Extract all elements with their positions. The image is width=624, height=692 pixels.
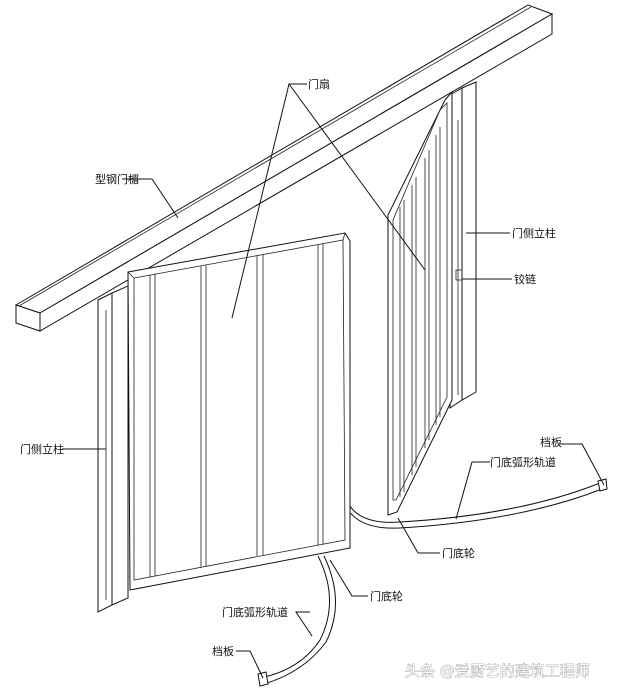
left-door-leaf xyxy=(127,232,351,591)
label-door-leaf: 门扇 xyxy=(308,77,330,91)
right-door-leaf xyxy=(387,90,453,516)
left-door-post xyxy=(97,285,129,613)
right-arc-track xyxy=(347,478,608,529)
steel-lintel-beam xyxy=(14,4,554,332)
left-arc-track xyxy=(257,555,336,687)
label-arc-track-right: 门底弧形轨道 xyxy=(490,455,556,469)
label-bottom-wheel-right: 门底轮 xyxy=(442,546,475,560)
label-right-door-post: 门侧立柱 xyxy=(512,226,556,240)
hinge-block xyxy=(455,269,463,281)
label-left-door-post: 门侧立柱 xyxy=(20,442,64,456)
right-stop-plate xyxy=(597,478,608,492)
right-door-post xyxy=(449,81,477,409)
label-bottom-wheel-left: 门底轮 xyxy=(370,589,403,603)
label-stop-plate-right: 档板 xyxy=(540,435,562,449)
label-arc-track-left: 门底弧形轨道 xyxy=(222,605,288,619)
left-stop-plate xyxy=(257,671,269,687)
leader-lines xyxy=(62,83,605,679)
watermark: 头条 @爱厨艺的建筑工程师 xyxy=(405,662,590,680)
label-hinge: 铰链 xyxy=(514,272,536,286)
label-steel-lintel: 型钢门楣 xyxy=(95,172,139,186)
label-stop-plate-left: 档板 xyxy=(212,644,234,658)
